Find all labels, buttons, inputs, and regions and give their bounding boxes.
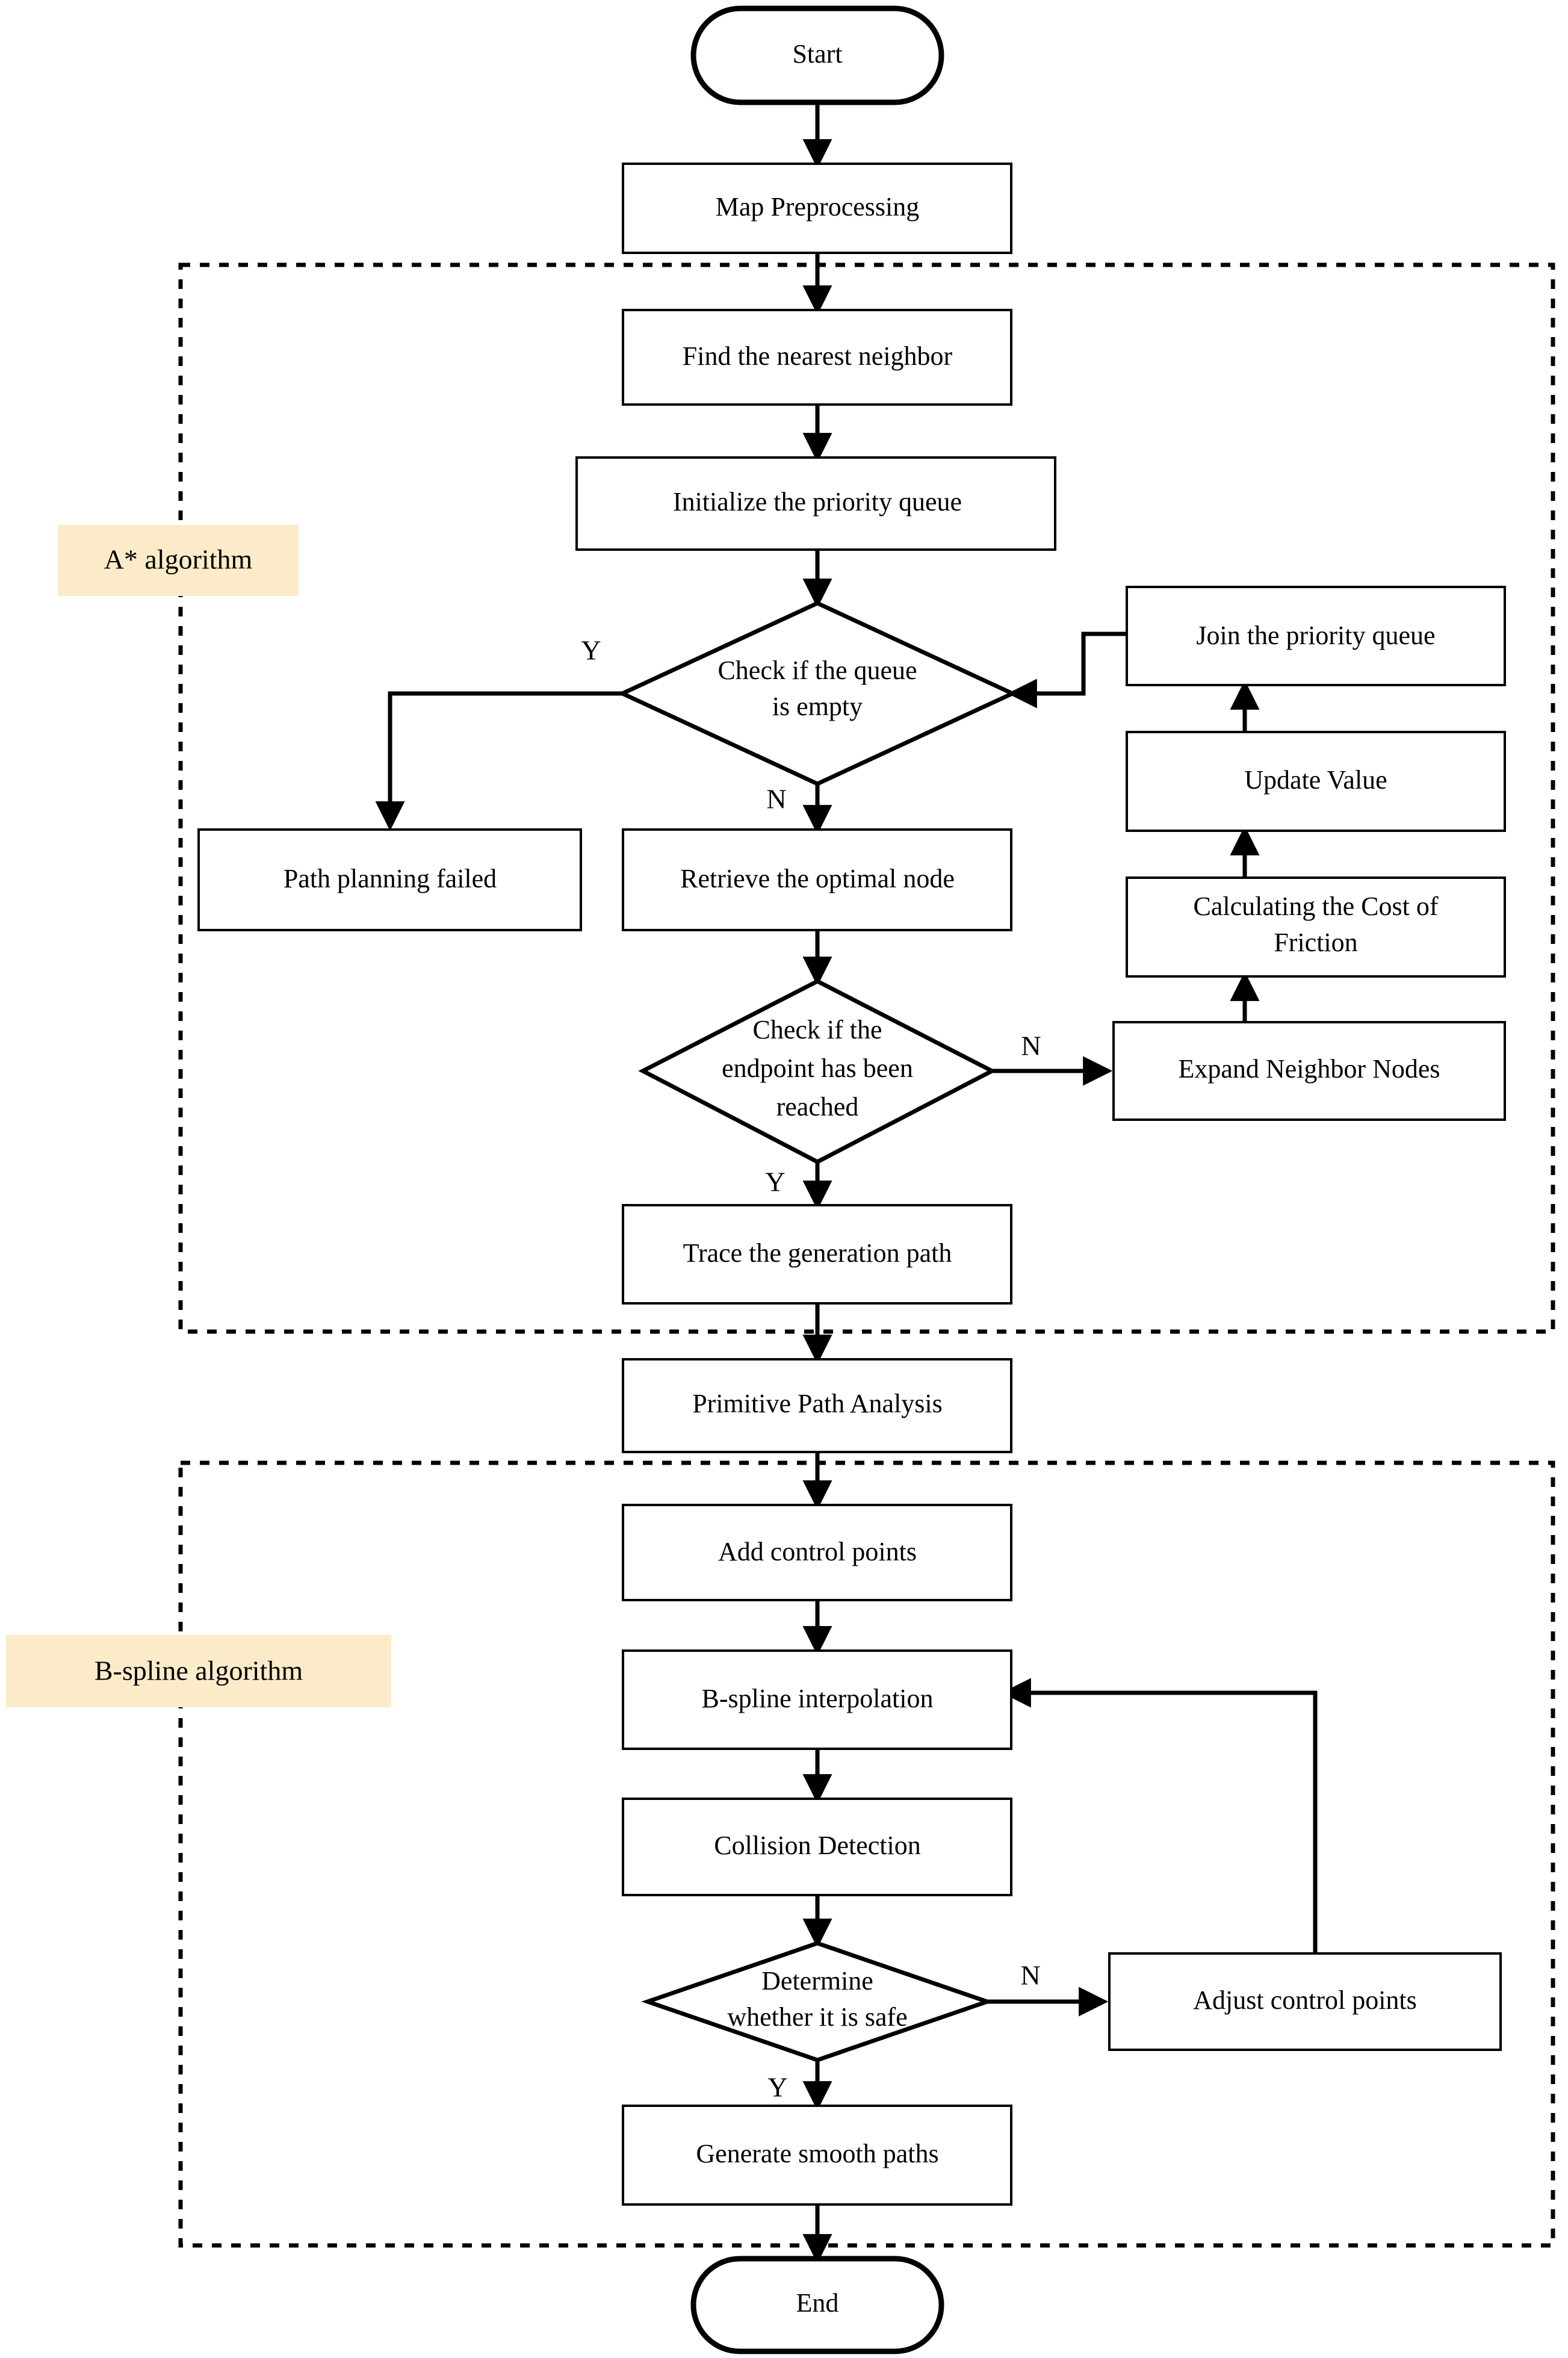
branch-label-queue-empty-no: N [766,784,786,814]
group-box-bspline [178,1460,1555,2248]
node-retrieve-optimal-node-label: Retrieve the optimal node [680,864,955,893]
node-add-control-points-label: Add control points [718,1537,917,1566]
node-determine-whether-safe-line1: Determine [761,1966,873,1996]
node-generate-smooth-paths[interactable]: Generate smooth paths [622,2105,1012,2206]
group-label-astar: A* algorithm [58,525,299,596]
branch-label-endpoint-yes: Y [765,1167,785,1197]
node-map-preprocessing[interactable]: Map Preprocessing [622,163,1012,254]
edge-adjust-to-bspline [1001,1678,1318,1953]
node-start[interactable]: Start [690,5,944,105]
node-init-priority-queue-label: Initialize the priority queue [673,487,962,517]
node-find-nearest-neighbor[interactable]: Find the nearest neighbor [622,309,1012,406]
node-retrieve-optimal-node[interactable]: Retrieve the optimal node [622,828,1012,931]
edge-join-to-checkqueue [1007,631,1127,709]
node-bspline-interpolation[interactable]: B-spline interpolation [622,1649,1012,1750]
branch-label-safe-no: N [1020,1960,1040,1991]
node-expand-neighbor-nodes-label: Expand Neighbor Nodes [1178,1054,1440,1084]
node-find-nearest-neighbor-label: Find the nearest neighbor [683,341,953,371]
branch-label-safe-yes: Y [767,2072,787,2103]
node-check-queue-empty-line2: is empty [772,692,863,721]
node-path-planning-failed-label: Path planning failed [284,864,497,893]
node-bspline-interpolation-label: B-spline interpolation [702,1684,934,1713]
node-init-priority-queue[interactable]: Initialize the priority queue [575,456,1056,551]
node-update-value-label: Update Value [1244,765,1387,795]
node-check-endpoint-reached-line3: reached [776,1092,859,1122]
node-calculating-cost-friction-line1: Calculating the Cost of [1194,892,1439,921]
node-trace-generation-path[interactable]: Trace the generation path [622,1204,1012,1305]
group-label-astar-text: A* algorithm [104,544,253,575]
node-update-value[interactable]: Update Value [1126,731,1506,832]
node-end[interactable]: End [690,2256,944,2354]
node-end-label: End [796,2288,839,2318]
node-check-queue-empty-line1: Check if the queue [717,656,917,685]
node-adjust-control-points-label: Adjust control points [1193,1985,1417,2015]
node-expand-neighbor-nodes[interactable]: Expand Neighbor Nodes [1112,1021,1506,1121]
node-path-planning-failed[interactable]: Path planning failed [197,828,582,931]
edge-checkqueue-yes-to-failed [375,691,627,831]
node-adjust-control-points[interactable]: Adjust control points [1108,1952,1502,2051]
node-trace-generation-path-label: Trace the generation path [683,1238,952,1268]
node-add-control-points[interactable]: Add control points [622,1504,1012,1601]
node-join-priority-queue-label: Join the priority queue [1196,621,1435,650]
node-collision-detection-label: Collision Detection [714,1831,920,1860]
node-check-endpoint-reached[interactable]: Check if the endpoint has been reached [638,979,997,1164]
group-label-bspline-text: B-spline algorithm [95,1655,303,1686]
group-label-bspline: B-spline algorithm [6,1635,391,1707]
node-check-endpoint-reached-line2: endpoint has been [722,1053,913,1083]
node-check-endpoint-reached-line1: Check if the [752,1015,882,1044]
branch-label-endpoint-no: N [1021,1031,1041,1061]
node-determine-whether-safe-line2: whether it is safe [727,2002,907,2032]
node-join-priority-queue[interactable]: Join the priority queue [1126,586,1506,686]
node-calculating-cost-friction-line2: Friction [1274,928,1357,957]
group-box-astar [178,262,1555,1334]
node-primitive-path-analysis-label: Primitive Path Analysis [692,1389,943,1418]
node-primitive-path-analysis[interactable]: Primitive Path Analysis [622,1358,1012,1453]
branch-label-queue-empty-yes: Y [581,635,601,666]
node-start-label: Start [792,39,842,69]
node-determine-whether-safe[interactable]: Determine whether it is safe [641,1941,994,2062]
node-generate-smooth-paths-label: Generate smooth paths [696,2139,938,2168]
node-calculating-cost-friction[interactable]: Calculating the Cost of Friction [1126,876,1506,978]
node-check-queue-empty[interactable]: Check if the queue is empty [617,601,1018,786]
node-collision-detection[interactable]: Collision Detection [622,1798,1012,1896]
node-map-preprocessing-label: Map Preprocessing [716,192,920,222]
